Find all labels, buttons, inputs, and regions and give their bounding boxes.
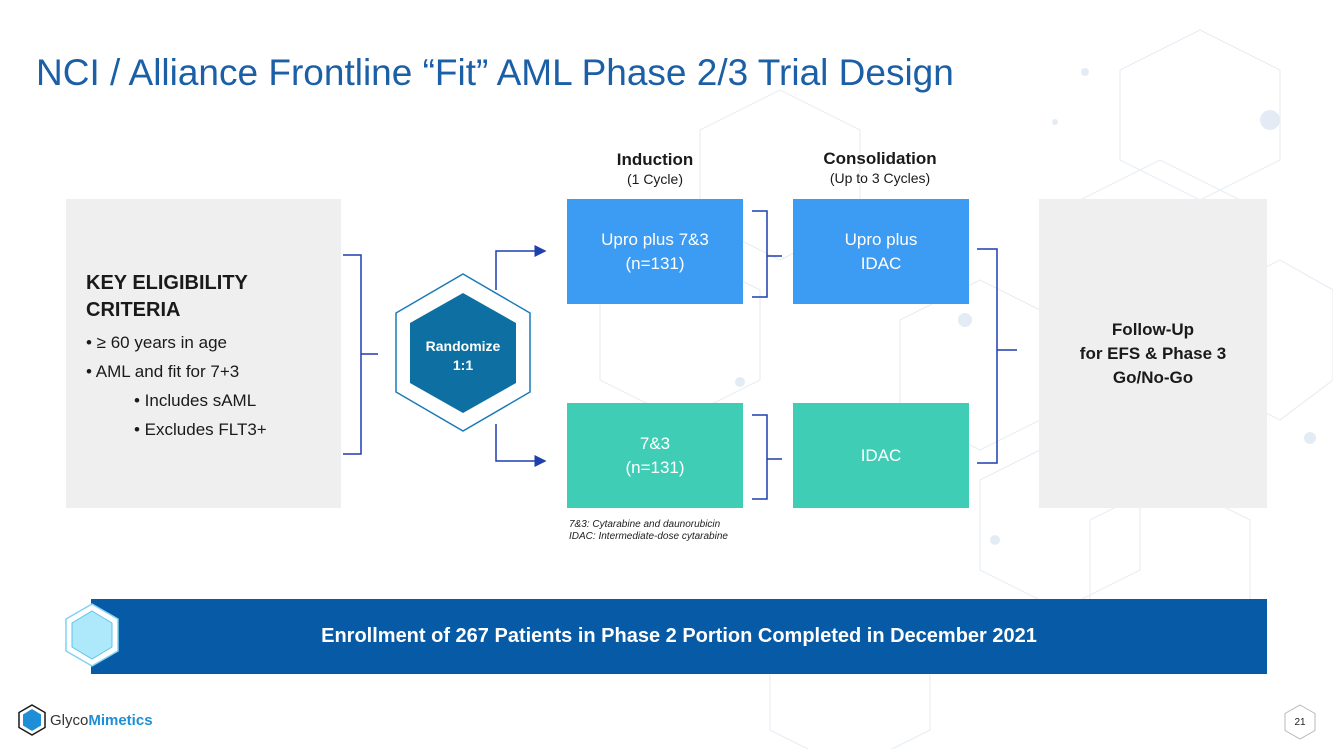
eligibility-item-fit: • AML and fit for 7+3 bbox=[86, 362, 240, 381]
page-number-badge: 21 bbox=[1283, 704, 1317, 740]
lower-consolidation-line1: IDAC bbox=[860, 445, 902, 465]
lower-induction-box: 7&3 (n=131) bbox=[567, 403, 743, 508]
upper-induction-bracket bbox=[752, 210, 782, 298]
page-number: 21 bbox=[1294, 716, 1306, 728]
eligibility-panel: KEY ELIGIBILITY CRITERIA • ≥ 60 years in… bbox=[66, 199, 341, 508]
randomize-label-line2: 1:1 bbox=[452, 357, 474, 373]
page-number-hexagon-icon bbox=[1284, 704, 1316, 740]
glycomimetics-logo: GlycoMimetics bbox=[18, 704, 153, 736]
eligibility-item-flt3: • Excludes FLT3+ bbox=[134, 420, 267, 439]
followup-line1: Follow-Up bbox=[1111, 319, 1195, 339]
upper-consolidation-line2: IDAC bbox=[860, 253, 902, 273]
consolidation-header: Consolidation (Up to 3 Cycles) bbox=[780, 149, 980, 187]
randomize-label: Randomize 1:1 bbox=[408, 337, 518, 375]
eligibility-item-saml: • Includes sAML bbox=[134, 391, 257, 410]
followup-bracket bbox=[977, 248, 1017, 464]
lower-induction-line1: 7&3 bbox=[639, 433, 671, 453]
induction-subtitle: (1 Cycle) bbox=[626, 171, 683, 187]
slide-title: NCI / Alliance Frontline “Fit” AML Phase… bbox=[36, 52, 954, 93]
randomize-label-line1: Randomize bbox=[425, 338, 501, 354]
upper-consolidation-box: Upro plus IDAC bbox=[793, 199, 969, 304]
banner-hexagon-icon bbox=[65, 603, 119, 667]
consolidation-title: Consolidation bbox=[823, 149, 937, 168]
upper-induction-line2: (n=131) bbox=[625, 253, 685, 273]
arrow-to-lower-arm bbox=[495, 424, 547, 467]
upper-induction-line1: Upro plus 7&3 bbox=[601, 229, 709, 249]
logo-hexagon-icon bbox=[18, 704, 46, 736]
randomize-hex-fill bbox=[410, 293, 516, 413]
enrollment-banner-text: Enrollment of 267 Patients in Phase 2 Po… bbox=[321, 625, 1037, 647]
lower-induction-bracket bbox=[752, 414, 782, 500]
footnote-idac: IDAC: Intermediate-dose cytarabine bbox=[569, 531, 728, 542]
followup-line3: Go/No-Go bbox=[1112, 367, 1194, 387]
followup-panel: Follow-Up for EFS & Phase 3 Go/No-Go bbox=[1039, 199, 1267, 508]
lower-induction-line2: (n=131) bbox=[625, 457, 685, 477]
eligibility-bracket bbox=[343, 254, 378, 455]
footnotes: 7&3: Cytarabine and daunorubicin IDAC: I… bbox=[569, 519, 728, 543]
arrow-to-upper-arm bbox=[495, 245, 547, 290]
lower-consolidation-box: IDAC bbox=[793, 403, 969, 508]
eligibility-list: • ≥ 60 years in age • AML and fit for 7+… bbox=[86, 328, 341, 444]
induction-header: Induction (1 Cycle) bbox=[555, 150, 755, 188]
footnote-7and3: 7&3: Cytarabine and daunorubicin bbox=[569, 519, 721, 530]
enrollment-banner: Enrollment of 267 Patients in Phase 2 Po… bbox=[91, 599, 1267, 674]
eligibility-heading: KEY ELIGIBILITY CRITERIA bbox=[86, 272, 248, 321]
upper-consolidation-line1: Upro plus bbox=[844, 229, 918, 249]
logo-part1: Glyco bbox=[50, 711, 89, 729]
upper-induction-box: Upro plus 7&3 (n=131) bbox=[567, 199, 743, 304]
followup-line2: for EFS & Phase 3 bbox=[1079, 343, 1227, 363]
eligibility-item-age: • ≥ 60 years in age bbox=[86, 333, 227, 352]
logo-wordmark: GlycoMimetics bbox=[50, 712, 153, 729]
logo-part2: Mimetics bbox=[88, 711, 153, 729]
consolidation-subtitle: (Up to 3 Cycles) bbox=[829, 170, 931, 186]
induction-title: Induction bbox=[616, 150, 694, 169]
